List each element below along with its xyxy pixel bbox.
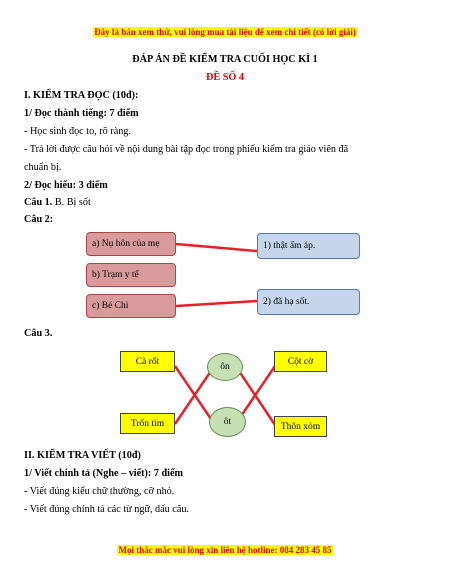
dictation-bullet-1: - Viết đúng kiểu chữ thường, cỡ nhỏ. xyxy=(24,486,175,497)
q3-left-trontim-text: Trốn tìm xyxy=(130,418,165,429)
question-3-label: Câu 3. xyxy=(24,328,53,339)
q2-right-2-text: 2) đã hạ sốt. xyxy=(263,297,310,307)
question-1-label: Câu 1. xyxy=(24,197,53,208)
question-1-answer: B. Bị sốt xyxy=(54,197,91,208)
reading-aloud-bullet-2-line-2: chuẩn bị. xyxy=(24,162,62,173)
q3-middle-on-text: ôn xyxy=(220,362,230,372)
q3-left-carot: Cà rốt xyxy=(120,351,175,372)
q3-left-carot-text: Cà rốt xyxy=(135,356,160,367)
preview-notice-text: Đây là bản xem thử, vui lòng mua tài liệ… xyxy=(93,27,357,37)
dictation-bullet-2: - Viết đúng chính tả các từ ngữ, dấu câu… xyxy=(24,504,189,515)
q3-right-cotco: Cột cờ xyxy=(274,351,327,372)
q2-left-b: b) Trạm y tế xyxy=(86,263,176,287)
section2-heading: II. KIỂM TRA VIẾT (10đ) xyxy=(24,450,141,461)
q3-right-thonxom-text: Thôn xóm xyxy=(280,421,321,432)
question-2-label: Câu 2: xyxy=(24,214,54,225)
q3-link-ot-cotco xyxy=(235,365,277,423)
q2-link-c-2 xyxy=(175,299,258,308)
q2-right-1-text: 1) thật ấm áp. xyxy=(263,241,316,251)
q2-left-a: a) Nụ hôn của mẹ xyxy=(86,232,176,256)
q2-left-c: c) Bé Chi xyxy=(86,294,176,318)
q2-link-a-1 xyxy=(175,242,258,253)
reading-aloud-bullet-1: - Học sinh đọc to, rõ ràng. xyxy=(24,126,131,137)
q2-right-2: 2) đã hạ sốt. xyxy=(257,289,360,315)
section1-heading: I. KIỂM TRA ĐỌC (10đ): xyxy=(24,90,139,101)
question-1: Câu 1. B. Bị sốt xyxy=(24,196,91,209)
q3-link-on-thonxom xyxy=(235,367,277,426)
q3-right-thonxom: Thôn xóm xyxy=(274,416,327,437)
q3-middle-on: ôn xyxy=(207,353,243,381)
exam-number: ĐỀ SỐ 4 xyxy=(206,72,244,83)
q2-left-c-text: c) Bé Chi xyxy=(92,301,129,311)
reading-aloud-bullet-2-line-1: - Trả lời được câu hỏi về nội dung bài t… xyxy=(24,144,349,155)
reading-aloud-heading: 1/ Đọc thành tiếng: 7 điểm xyxy=(24,108,139,119)
dictation-heading: 1/ Viết chính tả (Nghe – viết): 7 điểm xyxy=(24,468,184,479)
q2-left-a-text: a) Nụ hôn của mẹ xyxy=(92,239,160,249)
comprehension-heading: 2/ Đọc hiểu: 3 điểm xyxy=(24,180,108,191)
q3-middle-ot-text: ôt xyxy=(223,417,232,427)
preview-notice: Đây là bản xem thử, vui lòng mua tài liệ… xyxy=(0,27,450,37)
q3-middle-ot: ôt xyxy=(209,407,246,437)
q3-link-trontim-on xyxy=(173,367,215,425)
page-title: ĐÁP ÁN ĐỀ KIỂM TRA CUỐI HỌC KÌ 1 xyxy=(132,54,318,65)
q2-right-1: 1) thật ấm áp. xyxy=(257,233,360,259)
hotline-notice-text: Mọi thắc mắc vui lòng xin liên hệ hotlin… xyxy=(117,545,333,555)
hotline-notice: Mọi thắc mắc vui lòng xin liên hệ hotlin… xyxy=(0,545,450,555)
q3-left-trontim: Trốn tìm xyxy=(120,413,175,434)
q3-right-cotco-text: Cột cờ xyxy=(287,356,314,367)
q2-left-b-text: b) Trạm y tế xyxy=(92,270,139,280)
